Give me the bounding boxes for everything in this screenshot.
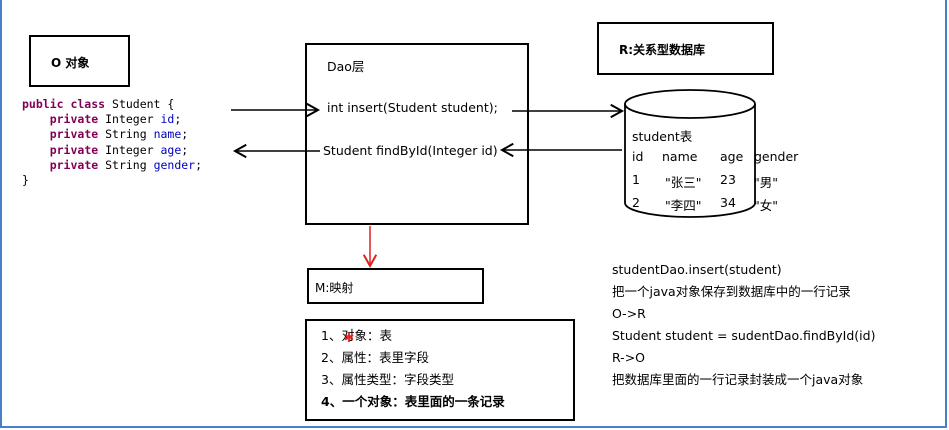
- dao-insert-method: int insert(Student student);: [327, 100, 498, 115]
- code-field-type: Integer: [98, 112, 161, 127]
- database-cylinder-icon: [624, 89, 756, 218]
- code-field-name: gender: [153, 157, 196, 172]
- table-cell: 2: [632, 195, 640, 210]
- student-class-code: public class Student { private Integer i…: [22, 97, 202, 188]
- code-semicolon: ;: [181, 142, 189, 157]
- code-field-modifier: private: [49, 157, 99, 172]
- code-semicolon: ;: [181, 127, 189, 142]
- table-header-gender: gender: [754, 149, 799, 164]
- note-line: 把一个java对象保存到数据库中的一行记录: [612, 284, 851, 299]
- table-cell: 34: [720, 195, 736, 210]
- code-class-keyword: public class: [22, 97, 106, 111]
- o-object-box: O 对象: [29, 35, 130, 87]
- code-field-type: String: [98, 157, 154, 172]
- table-header-id: id: [632, 149, 644, 164]
- mapping-rule-number: 1、: [321, 328, 342, 343]
- mapping-rule-text: 象：表: [354, 328, 392, 343]
- note-line: O->R: [612, 306, 646, 321]
- code-field-modifier: private: [49, 112, 99, 127]
- dao-layer-box: Dao层: [305, 43, 529, 225]
- code-class-declaration: Student {: [105, 97, 175, 111]
- m-mapping-box: M:映射: [307, 268, 484, 304]
- m-mapping-title: M:映射: [315, 281, 354, 295]
- table-cell: "女": [754, 198, 778, 213]
- dao-layer-title: Dao层: [327, 59, 365, 74]
- explanation-notes: studentDao.insert(student) 把一个java对象保存到数…: [612, 259, 875, 391]
- note-line: Student student = sudentDao.findById(id): [612, 328, 876, 343]
- mapping-rule-object-table: 1、对✱象：表: [321, 325, 573, 347]
- mapping-rule-type: 3、属性类型：字段类型: [321, 372, 454, 387]
- code-field-type: Integer: [98, 142, 161, 157]
- table-cell: "男": [754, 175, 778, 190]
- r-database-box: R:关系型数据库: [597, 22, 774, 75]
- red-cross-mark-icon: ✱: [343, 331, 355, 346]
- code-field-type: String: [98, 127, 154, 142]
- o-object-title: O 对象: [51, 56, 90, 70]
- note-line: R->O: [612, 350, 646, 365]
- code-closing-brace: }: [22, 173, 29, 188]
- table-name: student表: [632, 129, 693, 144]
- mapping-rule-record: 4、一个对象：表里面的一条记录: [321, 394, 505, 409]
- mapping-rule-property-field: 2、属性：表里字段: [321, 350, 429, 365]
- code-semicolon: ;: [195, 157, 203, 172]
- table-cell: "李四": [665, 198, 702, 213]
- struck-text: 对: [341, 329, 355, 344]
- dao-find-method: Student findById(Integer id): [323, 143, 498, 158]
- code-field-name: id: [160, 112, 175, 127]
- code-field-modifier: private: [49, 142, 99, 157]
- table-cell: 1: [632, 172, 640, 187]
- note-line: 把数据库里面的一行记录封装成一个java对象: [612, 372, 864, 387]
- table-header-age: age: [720, 149, 744, 164]
- r-database-title: R:关系型数据库: [619, 43, 706, 57]
- note-line: studentDao.insert(student): [612, 262, 782, 277]
- code-field-modifier: private: [49, 127, 99, 142]
- mapping-rules-box: 1、对✱象：表 2、属性：表里字段 3、属性类型：字段类型 4、一个对象：表里面…: [305, 319, 575, 421]
- table-cell: "张三": [665, 175, 702, 190]
- code-field-name: age: [160, 142, 182, 157]
- table-header-name: name: [662, 149, 698, 164]
- struck-character: 对✱: [341, 329, 355, 346]
- code-semicolon: ;: [174, 112, 182, 127]
- table-cell: 23: [720, 172, 736, 187]
- code-field-name: name: [153, 127, 182, 142]
